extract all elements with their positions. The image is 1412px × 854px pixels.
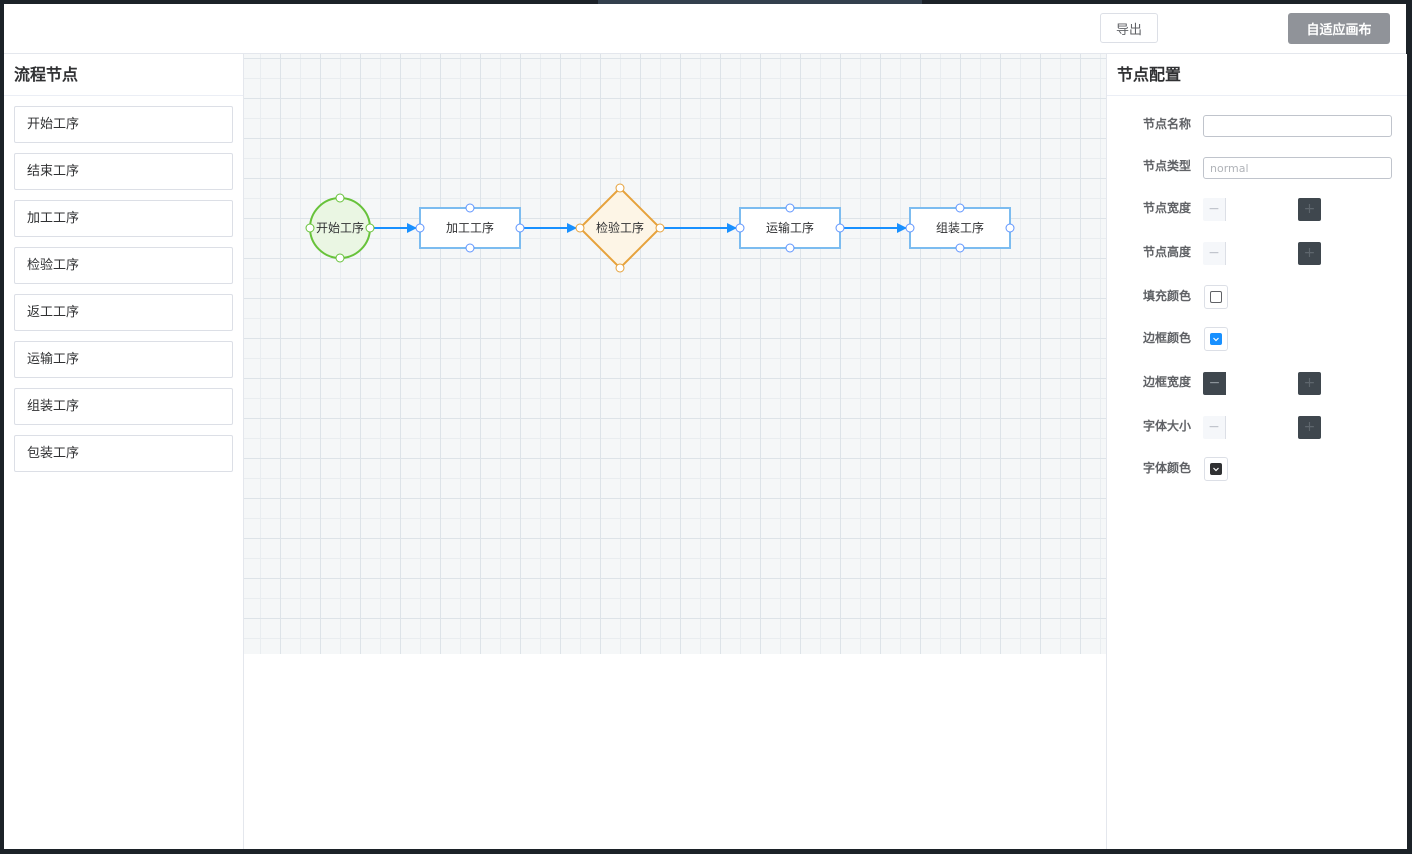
- height-value[interactable]: [1227, 242, 1297, 265]
- node-process-label: 加工工序: [446, 220, 494, 235]
- height-decrease-button[interactable]: −: [1203, 242, 1226, 265]
- width-value[interactable]: [1227, 198, 1297, 221]
- font-color-label: 字体颜色: [1142, 461, 1191, 475]
- border-width-label: 边框宽度: [1142, 375, 1191, 389]
- node-name-input[interactable]: [1203, 115, 1392, 137]
- border-width-decrease-button[interactable]: −: [1203, 372, 1226, 395]
- font-size-increase-button[interactable]: +: [1298, 416, 1321, 439]
- fill-color-swatch: [1210, 291, 1222, 303]
- height-increase-button[interactable]: +: [1298, 242, 1321, 265]
- node-library-panel: 流程节点 开始工序 结束工序 加工工序 检验工序 返工工序 运输工序 组装工序 …: [4, 54, 244, 849]
- node-type-input[interactable]: [1203, 157, 1392, 179]
- node-template-inspect[interactable]: 检验工序: [14, 247, 233, 284]
- node-transport-label: 运输工序: [766, 220, 814, 235]
- height-label: 节点高度: [1142, 245, 1191, 259]
- node-template-transport[interactable]: 运输工序: [14, 341, 233, 378]
- border-width-increase-button[interactable]: +: [1298, 372, 1321, 395]
- editor-window: 导出 自适应画布 流程节点 开始工序 结束工序 加工工序 检验工序 返工工序 运…: [4, 4, 1407, 849]
- type-row: 节点类型: [1107, 150, 1407, 180]
- node-start[interactable]: 开始工序: [305, 193, 375, 263]
- font-size-stepper: − +: [1203, 416, 1322, 440]
- port-right[interactable]: [515, 223, 525, 233]
- width-row: 节点宽度 − +: [1107, 192, 1407, 222]
- font-color-picker[interactable]: [1204, 457, 1228, 481]
- port-top[interactable]: [615, 183, 625, 193]
- port-bottom[interactable]: [955, 243, 965, 253]
- border-width-value[interactable]: [1227, 372, 1297, 395]
- node-library-list: 开始工序 结束工序 加工工序 检验工序 返工工序 运输工序 组装工序 包装工序: [4, 96, 243, 492]
- port-right[interactable]: [1005, 223, 1015, 233]
- name-row: 节点名称: [1107, 108, 1407, 138]
- node-assemble[interactable]: 组装工序: [905, 203, 1015, 253]
- node-config-panel: 节点配置 节点名称 节点类型 节点宽度 − + 节点高度 − +: [1106, 54, 1407, 849]
- export-button[interactable]: 导出: [1100, 13, 1158, 43]
- font-size-label: 字体大小: [1142, 419, 1191, 433]
- port-left[interactable]: [575, 223, 585, 233]
- border-color-swatch: [1210, 333, 1222, 345]
- port-top[interactable]: [335, 193, 345, 203]
- port-top[interactable]: [955, 203, 965, 213]
- border-color-row: 边框颜色: [1107, 322, 1407, 352]
- font-size-row: 字体大小 − +: [1107, 410, 1407, 440]
- node-template-package[interactable]: 包装工序: [14, 435, 233, 472]
- fit-canvas-button[interactable]: 自适应画布: [1288, 13, 1390, 44]
- node-template-start[interactable]: 开始工序: [14, 106, 233, 143]
- port-right[interactable]: [655, 223, 665, 233]
- flow-graph: 开始工序 加工工序 检验工序: [305, 183, 1015, 273]
- node-transport[interactable]: 运输工序: [735, 203, 845, 253]
- node-template-rework[interactable]: 返工工序: [14, 294, 233, 331]
- node-library-title: 流程节点: [4, 54, 243, 96]
- node-assemble-label: 组装工序: [936, 220, 984, 235]
- port-top[interactable]: [465, 203, 475, 213]
- name-label: 节点名称: [1142, 117, 1191, 131]
- port-left[interactable]: [415, 223, 425, 233]
- node-start-label: 开始工序: [316, 220, 364, 235]
- chevron-down-icon: [1213, 337, 1219, 342]
- font-color-row: 字体颜色: [1107, 452, 1407, 482]
- port-bottom[interactable]: [785, 243, 795, 253]
- port-top[interactable]: [785, 203, 795, 213]
- height-row: 节点高度 − +: [1107, 236, 1407, 266]
- border-color-label: 边框颜色: [1142, 331, 1191, 345]
- toolbar: 导出 自适应画布: [4, 4, 1406, 54]
- font-size-decrease-button[interactable]: −: [1203, 416, 1226, 439]
- port-bottom[interactable]: [335, 253, 345, 263]
- node-template-process[interactable]: 加工工序: [14, 200, 233, 237]
- port-left[interactable]: [735, 223, 745, 233]
- border-width-row: 边框宽度 − +: [1107, 366, 1407, 396]
- node-inspect[interactable]: 检验工序: [575, 183, 665, 273]
- chevron-down-icon: [1213, 467, 1219, 472]
- fill-color-picker[interactable]: [1204, 285, 1228, 309]
- node-template-assemble[interactable]: 组装工序: [14, 388, 233, 425]
- fill-color-label: 填充颜色: [1142, 289, 1191, 303]
- width-decrease-button[interactable]: −: [1203, 198, 1226, 221]
- width-label: 节点宽度: [1142, 201, 1191, 215]
- port-left[interactable]: [905, 223, 915, 233]
- border-color-picker[interactable]: [1204, 327, 1228, 351]
- fill-color-row: 填充颜色: [1107, 280, 1407, 310]
- type-label: 节点类型: [1142, 159, 1191, 173]
- width-increase-button[interactable]: +: [1298, 198, 1321, 221]
- node-config-title: 节点配置: [1107, 54, 1407, 96]
- port-bottom[interactable]: [615, 263, 625, 273]
- port-bottom[interactable]: [465, 243, 475, 253]
- node-height-stepper: − +: [1203, 242, 1322, 266]
- flow-canvas[interactable]: 开始工序 加工工序 检验工序: [244, 54, 1106, 654]
- node-width-stepper: − +: [1203, 198, 1322, 222]
- port-left[interactable]: [305, 223, 315, 233]
- port-right[interactable]: [835, 223, 845, 233]
- node-template-end[interactable]: 结束工序: [14, 153, 233, 190]
- font-size-value[interactable]: [1227, 416, 1297, 439]
- font-color-swatch: [1210, 463, 1222, 475]
- canvas-area: 开始工序 加工工序 检验工序: [244, 54, 1106, 849]
- port-right[interactable]: [365, 223, 375, 233]
- node-inspect-label: 检验工序: [596, 220, 644, 235]
- border-width-stepper: − +: [1203, 372, 1322, 396]
- node-process[interactable]: 加工工序: [415, 203, 525, 253]
